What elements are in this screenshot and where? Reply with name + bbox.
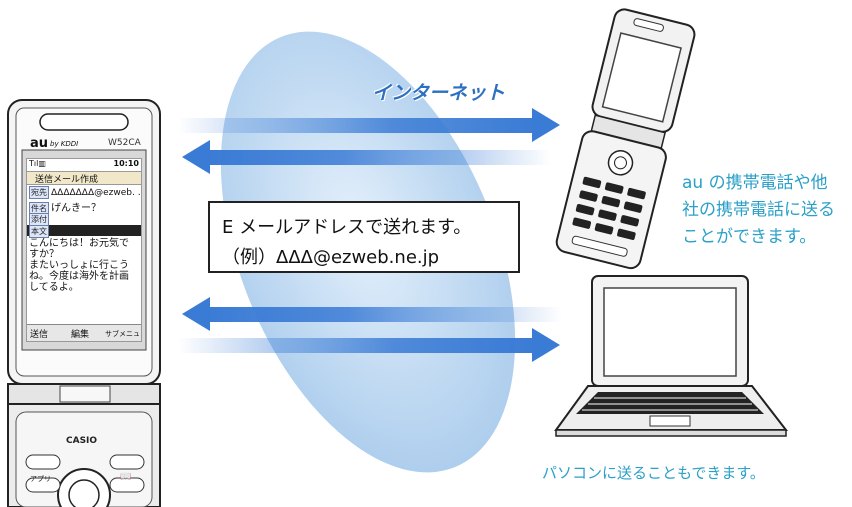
softkey-submenu[interactable]: サブメニュー [105,330,140,341]
body-line: ね。今度は海外を計画 [29,271,129,282]
arrow-to-phone [178,108,560,142]
body-line: またいっしょに行こう [29,260,129,271]
phone-caption-line: au の携帯電話や他 [682,173,828,193]
pc-caption: パソコンに送ることもできます。 [542,464,765,482]
to-tag: 宛先 [29,186,49,199]
softkey-bar: 送信 編集 サブメニュー [27,324,141,341]
body-tag: 本文 [29,225,49,238]
screen-title: 送信メール作成 [35,175,99,185]
softkey-send[interactable]: 送信 [30,330,49,340]
subject-row[interactable]: 件名げんきー？ [29,199,101,215]
body-line: すか？ [29,249,59,260]
clock: 10:10 [113,159,139,168]
subject-tag: 件名 [29,202,49,215]
laptop [554,275,789,437]
body-line: してるよ。 [29,282,79,293]
callout-line-1: E メールアドレスで送れます。 [222,217,472,238]
arrow-from-phone [182,140,551,174]
model-label: W52CA [108,138,141,148]
app-key-label: アプリ [30,475,51,483]
body-line: こんにちは！お元気で [29,238,129,249]
email-callout: E メールアドレスで送れます。 （例）ΔΔΔ@ezweb.ne.jp [208,201,520,273]
right-phone [555,8,696,270]
to-value: ΔΔΔΔΔΔΔ@ezweb. … [51,188,142,198]
arrow-from-pc [182,297,562,331]
brand-logo: au [30,136,49,151]
status-bar: Tıl▥ 10:10 [29,159,139,168]
body-text: こんにちは！お元気で すか？ またいっしょに行こう ね。今度は海外を計画 してる… [29,238,129,293]
internet-label: インターネット [372,82,506,104]
brand-sub: by KDDI [50,140,79,148]
maker-label: CASIO [66,436,98,446]
phone-caption-line: 社の携帯電話に送る [682,200,835,220]
phone-caption-line: ことができます。 [682,227,817,247]
softkey-edit[interactable]: 編集 [71,330,90,340]
callout-line-2: （例）ΔΔΔ@ezweb.ne.jp [222,247,440,268]
subject-value: げんきー？ [51,203,101,214]
screen-title-bar: 送信メール作成 [27,171,141,185]
body-row[interactable]: 本文 [27,225,141,238]
book-icon: 📖 [120,472,132,482]
arrow-to-pc [178,328,560,362]
phone-caption: au の携帯電話や他 社の携帯電話に送る ことができます。 [682,170,835,251]
